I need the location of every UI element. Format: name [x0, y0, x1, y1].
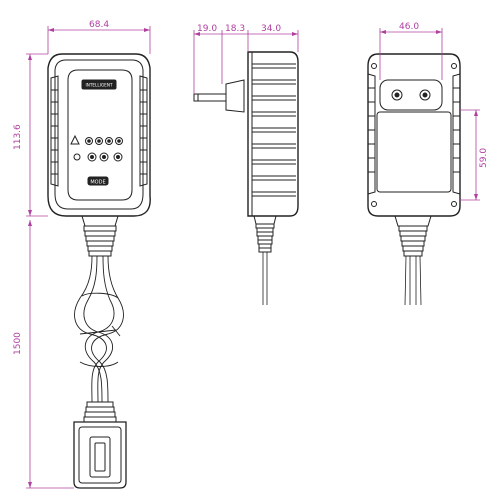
side-body — [247, 51, 299, 217]
mode-button[interactable] — [87, 176, 109, 186]
back-plug-width-label: 46.0 — [399, 22, 419, 32]
side-plug-depth-label: 19.0 — [197, 24, 217, 34]
mode-button-text: MODE — [90, 180, 105, 186]
side-ribs — [252, 63, 296, 197]
screw-icon — [451, 201, 457, 207]
front-view — [47, 53, 151, 489]
led-indicators — [85, 137, 123, 145]
side-plug-base — [225, 79, 245, 113]
front-width-label: 68.4 — [89, 20, 109, 30]
front-strain-relief — [81, 215, 119, 257]
side-plug-pin — [193, 93, 227, 102]
side-strain-relief — [253, 215, 277, 253]
plug-plate — [379, 79, 443, 111]
side-mid-depth-label: 18.3 — [225, 24, 245, 34]
side-body-depth-label: 34.0 — [261, 24, 281, 34]
back-view — [367, 53, 461, 306]
cable-length-label: 1500 — [13, 332, 23, 355]
right-grip — [139, 75, 148, 187]
screw-icon — [451, 63, 457, 69]
plug-pin-left — [391, 89, 403, 101]
side-view — [193, 51, 299, 305]
left-grip — [50, 75, 59, 187]
back-cable — [404, 255, 422, 306]
back-right-grip — [452, 73, 461, 195]
dimension-arrows — [28, 28, 478, 488]
back-left-grip — [367, 73, 376, 195]
front-body-outline — [47, 53, 151, 217]
screw-icon — [371, 201, 377, 207]
screw-icon — [371, 63, 377, 69]
brand-plate — [81, 79, 117, 90]
front-height-label: 113.6 — [13, 124, 23, 150]
brand-plate-text: INTELLIGENT — [85, 83, 112, 88]
cable-connector — [73, 401, 127, 489]
back-plug-height-label: 59.0 — [479, 148, 489, 168]
dimension-lines — [26, 26, 480, 489]
cable — [74, 255, 124, 403]
back-body — [367, 53, 461, 217]
back-label-area — [376, 111, 452, 193]
back-strain-relief — [394, 215, 432, 257]
front-panel — [67, 69, 133, 201]
mode-leds — [73, 152, 123, 162]
front-body-inner — [54, 59, 144, 210]
logo-icon — [70, 134, 80, 145]
plug-pin-right — [419, 89, 431, 101]
